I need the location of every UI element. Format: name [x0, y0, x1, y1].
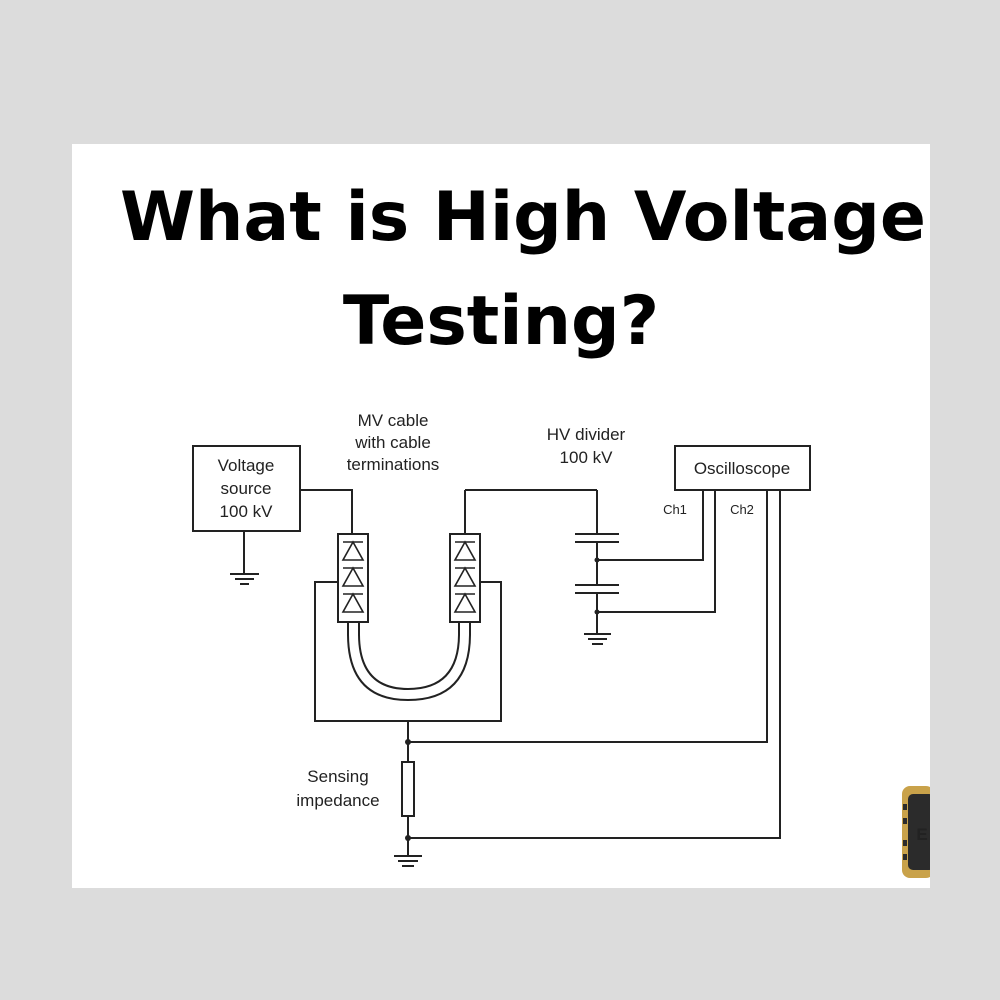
hv-divider-label-line-2: 100 kV: [560, 448, 614, 467]
ground-icon: [230, 573, 259, 585]
hv-divider-capacitor-upper: [575, 533, 619, 543]
hv-test-circuit-diagram: Voltage source 100 kV MV cable with cabl…: [192, 411, 811, 867]
cable-termination-right: [449, 533, 481, 623]
title-line-1: What is High Voltage: [119, 178, 927, 257]
voltage-source-box: [192, 445, 301, 532]
sensing-impedance-label-line-1: Sensing: [307, 767, 368, 786]
ch1-label: Ch1: [663, 502, 687, 517]
hv-divider-label-line-1: HV divider: [547, 425, 626, 444]
mv-cable-label-line-2: with cable: [354, 433, 431, 452]
article-thumbnail: What is High Voltage Testing?: [72, 144, 930, 888]
mv-cable: [347, 622, 471, 702]
mv-cable-label-line-1: MV cable: [358, 411, 429, 430]
title-line-2: Testing?: [342, 282, 660, 361]
hv-divider-capacitor-lower: [575, 584, 619, 594]
oscilloscope-label: Oscilloscope: [694, 459, 790, 478]
cable-termination-left: [337, 533, 369, 623]
svg-text:E: E: [916, 825, 927, 844]
oscilloscope-box: [674, 445, 811, 491]
voltage-source-label-line-1: Voltage: [218, 456, 275, 475]
voltage-source-label-line-2: source: [220, 479, 271, 498]
sensing-impedance-label-line-2: impedance: [296, 791, 379, 810]
site-logo: E: [902, 786, 930, 878]
mv-cable-label-line-3: terminations: [347, 455, 440, 474]
voltage-source-label-line-3: 100 kV: [220, 502, 274, 521]
ground-icon: [394, 855, 422, 867]
ch2-label: Ch2: [730, 502, 754, 517]
ground-icon: [584, 633, 611, 645]
sensing-impedance-resistor: [401, 761, 415, 817]
